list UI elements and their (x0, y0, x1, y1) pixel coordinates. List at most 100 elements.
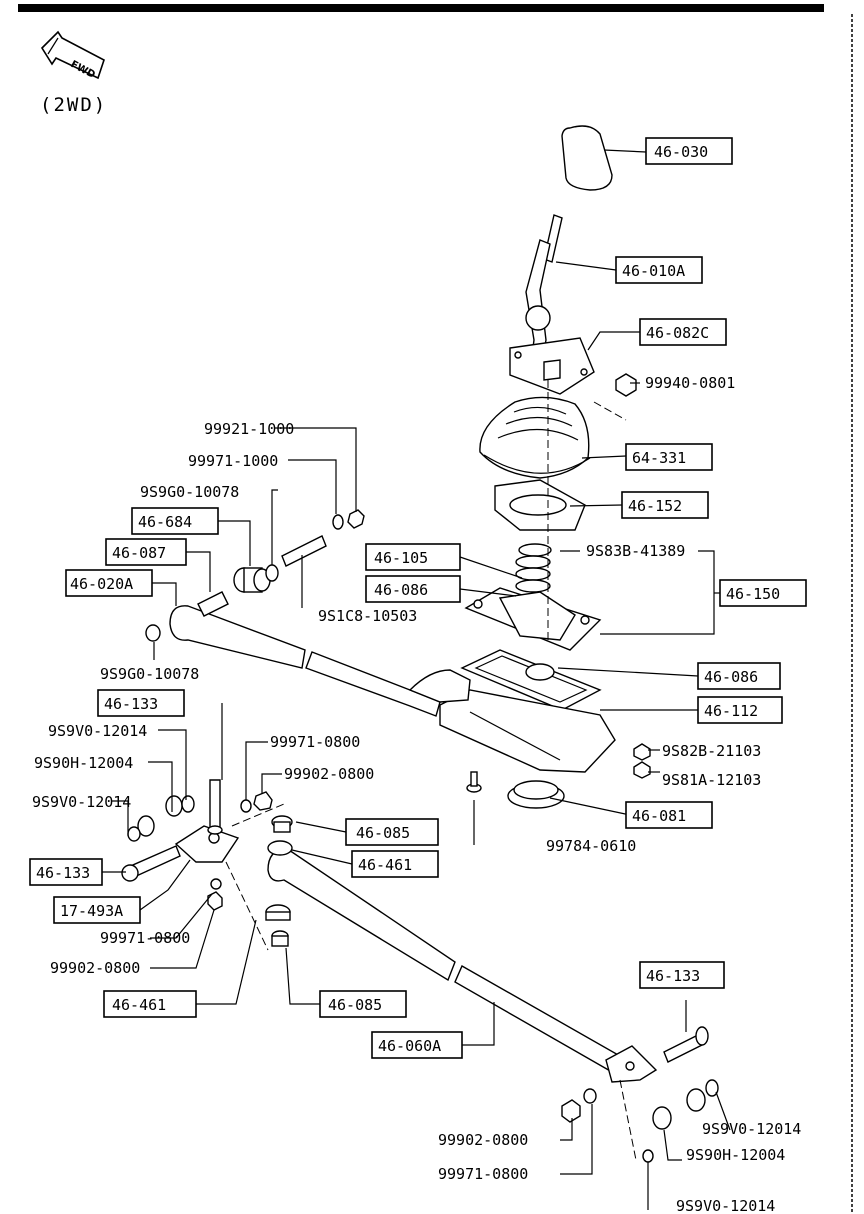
lower-bracket-part (439, 689, 616, 773)
svg-text:46-133: 46-133 (104, 695, 158, 713)
bushing-left-a-part (165, 795, 195, 817)
boxed-label-46-105: 46-105 (365, 543, 461, 571)
boxed-label-46-030: 46-030 (645, 137, 733, 165)
label-99971-1000: 99971-1000 (188, 452, 278, 470)
link-bracket-left-part (174, 825, 240, 863)
svg-text:46-086: 46-086 (374, 581, 428, 599)
boxed-label-46-461-bottom: 46-461 (103, 990, 197, 1018)
nut-9S82B-part (633, 743, 651, 761)
svg-text:46-133: 46-133 (646, 967, 700, 985)
bushing-left-b-part (127, 815, 155, 842)
boxed-label-64-331: 64-331 (625, 443, 713, 471)
bushing-right-a-part (686, 1079, 719, 1112)
boxed-label-46-112: 46-112 (697, 696, 783, 724)
label-9S81A-12103: 9S81A-12103 (662, 771, 761, 789)
cover-plate-part (509, 337, 595, 395)
bush-bottom-a-part (265, 904, 291, 921)
label-99902-0800-a: 99902-0800 (284, 765, 374, 783)
boxed-label-46-086-lower: 46-086 (697, 662, 781, 690)
label-9S9V0-12014-a: 9S9V0-12014 (48, 722, 147, 740)
boxed-label-46-010A: 46-010A (615, 256, 703, 284)
label-99921-1000: 99921-1000 (204, 420, 294, 438)
label-9S90H-12004-left: 9S90H-12004 (34, 754, 133, 772)
boxed-label-46-082C: 46-082C (639, 318, 727, 346)
boxed-label-46-085-top: 46-085 (345, 818, 439, 846)
svg-text:46-152: 46-152 (628, 497, 682, 515)
spring-part (515, 543, 552, 593)
svg-text:46-684: 46-684 (138, 513, 192, 531)
svg-text:46-010A: 46-010A (622, 262, 685, 280)
boxed-label-46-086-upper: 46-086 (365, 575, 461, 603)
washer-99971-0800-b-part (210, 878, 222, 890)
bush-right-top-part (271, 815, 293, 833)
washer-9S9G0-upper-part (265, 564, 279, 582)
nut-99940-part (615, 373, 637, 397)
boxed-label-46-684: 46-684 (131, 507, 219, 535)
svg-text:46-086: 46-086 (704, 668, 758, 686)
label-99971-0800-c: 99971-0800 (438, 1165, 528, 1183)
shift-knob-part (561, 125, 613, 191)
boxed-label-46-060A: 46-060A (371, 1031, 463, 1059)
label-9S90H-12004-right: 9S90H-12004 (686, 1146, 785, 1164)
nut-99902-0800-a-part (253, 791, 273, 811)
nut-99902-0800-c-part (561, 1099, 581, 1123)
label-99902-0800-c: 99902-0800 (438, 1131, 528, 1149)
svg-text:46-133: 46-133 (36, 864, 90, 882)
bush-bottom-b-part (271, 930, 289, 947)
boxed-label-17-493A: 17-493A (53, 896, 141, 924)
svg-text:46-112: 46-112 (704, 702, 758, 720)
boxed-label-46-133-top: 46-133 (97, 689, 185, 717)
fwd-arrow-icon: FWD (40, 30, 105, 81)
nut-9S81A-part (633, 761, 651, 779)
boxed-label-46-087: 46-087 (105, 538, 187, 566)
boxed-label-46-461-top: 46-461 (351, 850, 439, 878)
svg-text:46-150: 46-150 (726, 585, 780, 603)
washer-99971-0800-a-part (240, 799, 252, 813)
svg-text:46-105: 46-105 (374, 549, 428, 567)
bolt-46-133-left-part (121, 845, 181, 882)
bushing-right-b-part (652, 1106, 672, 1130)
label-9S9G0-10078-lower: 9S9G0-10078 (100, 665, 199, 683)
boxed-label-46-085-bottom: 46-085 (319, 990, 407, 1018)
svg-text:46-085: 46-085 (356, 824, 410, 842)
top-border-bar (18, 4, 824, 12)
variant-label: (2WD) (40, 94, 107, 116)
label-9S9V0-12014-d: 9S9V0-12014 (676, 1197, 775, 1214)
gasket-plate-part (460, 649, 602, 711)
boxed-label-46-133-right: 46-133 (639, 961, 725, 989)
label-9S9G0-10078-upper: 9S9G0-10078 (140, 483, 239, 501)
bolt-99784-part (466, 771, 482, 793)
svg-text:46-461: 46-461 (358, 856, 412, 874)
washer-9S9G0-lower-part (145, 624, 161, 642)
label-9S9V0-12014-b: 9S9V0-12014 (32, 793, 131, 811)
bush-right-mid-part (267, 840, 293, 856)
svg-text:46-081: 46-081 (632, 807, 686, 825)
svg-text:46-060A: 46-060A (378, 1037, 441, 1055)
nut-99921-part (347, 509, 365, 529)
leader-lines (102, 149, 731, 1210)
link-bracket-right-part (605, 1045, 658, 1083)
label-9S83B-41389: 9S83B-41389 (586, 542, 685, 560)
seal-plate-part (494, 479, 586, 531)
washer-99971-0800-c-part (583, 1088, 597, 1104)
bolt-stud-part (281, 535, 327, 567)
svg-text:46-020A: 46-020A (70, 575, 133, 593)
label-99971-0800-b: 99971-0800 (100, 929, 190, 947)
housing-part (464, 587, 602, 651)
nut-99902-0800-b-part (207, 891, 223, 911)
label-9S1C8-10503: 9S1C8-10503 (318, 607, 417, 625)
label-99940-0801: 99940-0801 (645, 374, 735, 392)
label-9S9V0-12014-c: 9S9V0-12014 (702, 1120, 801, 1138)
lever-rod-part (525, 239, 551, 373)
washer-99971-1000-part (332, 514, 344, 530)
svg-text:46-082C: 46-082C (646, 324, 709, 342)
label-9S82B-21103: 9S82B-21103 (662, 742, 761, 760)
boxed-label-46-152: 46-152 (621, 491, 709, 519)
label-99784-0610: 99784-0610 (546, 837, 636, 855)
boxed-label-46-081: 46-081 (625, 801, 713, 829)
rubber-boot-part (479, 396, 591, 479)
bushing-46-684-part (233, 567, 271, 593)
upper-rod-part (169, 605, 471, 717)
collar-part (197, 591, 229, 617)
